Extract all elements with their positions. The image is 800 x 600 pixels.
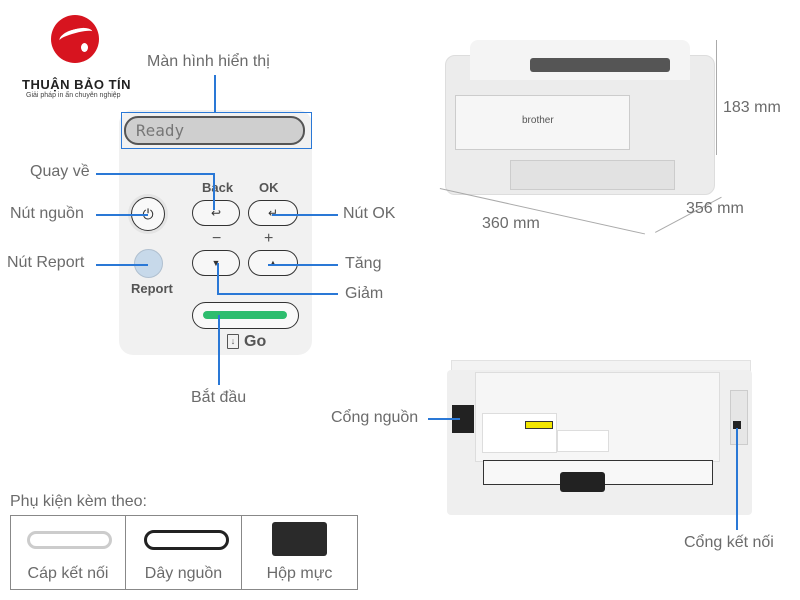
lcd-display: Ready bbox=[124, 116, 305, 145]
enter-icon: ↵ bbox=[267, 206, 279, 220]
logo-name: THUẬN BẢO TÍN bbox=[22, 77, 132, 92]
go-button[interactable] bbox=[192, 302, 299, 329]
accessory-toner: Hộp mực bbox=[241, 515, 358, 590]
report-button[interactable] bbox=[134, 249, 163, 278]
minus-label: − bbox=[212, 230, 222, 247]
logo-tagline: Giải pháp in ấn chuyên nghiệp bbox=[26, 92, 121, 99]
logo-emblem-icon bbox=[51, 15, 99, 63]
accessory-label: Hộp mực bbox=[266, 565, 333, 582]
dimension-depth: 356 mm bbox=[686, 200, 744, 217]
accessory-cable: Cáp kết nối bbox=[10, 515, 126, 590]
back-label: Back bbox=[202, 180, 234, 195]
callout-ok: Nút OK bbox=[343, 205, 396, 222]
callout-power-port: Cổng nguồn bbox=[331, 409, 419, 426]
down-button[interactable]: ▼ bbox=[192, 250, 240, 276]
power-cord-icon bbox=[144, 530, 229, 550]
accessory-label: Cáp kết nối bbox=[27, 565, 109, 582]
go-label: Go bbox=[244, 333, 267, 350]
accessory-power-cord: Dây nguồn bbox=[125, 515, 242, 590]
accessories-title: Phụ kiện kèm theo: bbox=[10, 493, 147, 510]
accessory-label: Dây nguồn bbox=[144, 565, 223, 582]
dimension-height: 183 mm bbox=[723, 99, 781, 116]
dimension-width: 360 mm bbox=[482, 215, 540, 232]
usb-cable-icon bbox=[27, 531, 112, 549]
power-icon: ⏻ bbox=[142, 206, 153, 223]
callout-back: Quay về bbox=[30, 163, 90, 180]
callout-connection-port: Cổng kết nối bbox=[684, 534, 774, 551]
printer-brand: brother bbox=[522, 115, 554, 126]
ok-button[interactable]: ↵ bbox=[248, 200, 298, 226]
toner-cartridge-icon bbox=[272, 522, 327, 556]
back-arrow-icon: ↩ bbox=[210, 206, 222, 220]
plus-label: + bbox=[264, 230, 274, 247]
callout-go: Bắt đầu bbox=[191, 389, 247, 406]
power-port bbox=[452, 405, 474, 433]
power-button[interactable]: ⏻ bbox=[131, 197, 165, 231]
document-icon: ↓ bbox=[227, 334, 239, 349]
callout-power: Nút nguồn bbox=[10, 205, 84, 222]
usb-port bbox=[733, 421, 741, 429]
callout-up: Tăng bbox=[345, 255, 382, 272]
callout-down: Giảm bbox=[345, 285, 384, 302]
up-button[interactable]: ▲ bbox=[248, 250, 298, 276]
report-label: Report bbox=[131, 281, 173, 296]
ok-label: OK bbox=[259, 180, 279, 195]
display-label: Màn hình hiển thị bbox=[147, 53, 270, 70]
display-highlight bbox=[121, 112, 312, 149]
triangle-down-icon: ▼ bbox=[211, 258, 221, 268]
go-led bbox=[203, 311, 287, 319]
back-button[interactable]: ↩ bbox=[192, 200, 240, 226]
triangle-up-icon: ▲ bbox=[268, 258, 278, 268]
callout-report: Nút Report bbox=[7, 254, 85, 271]
